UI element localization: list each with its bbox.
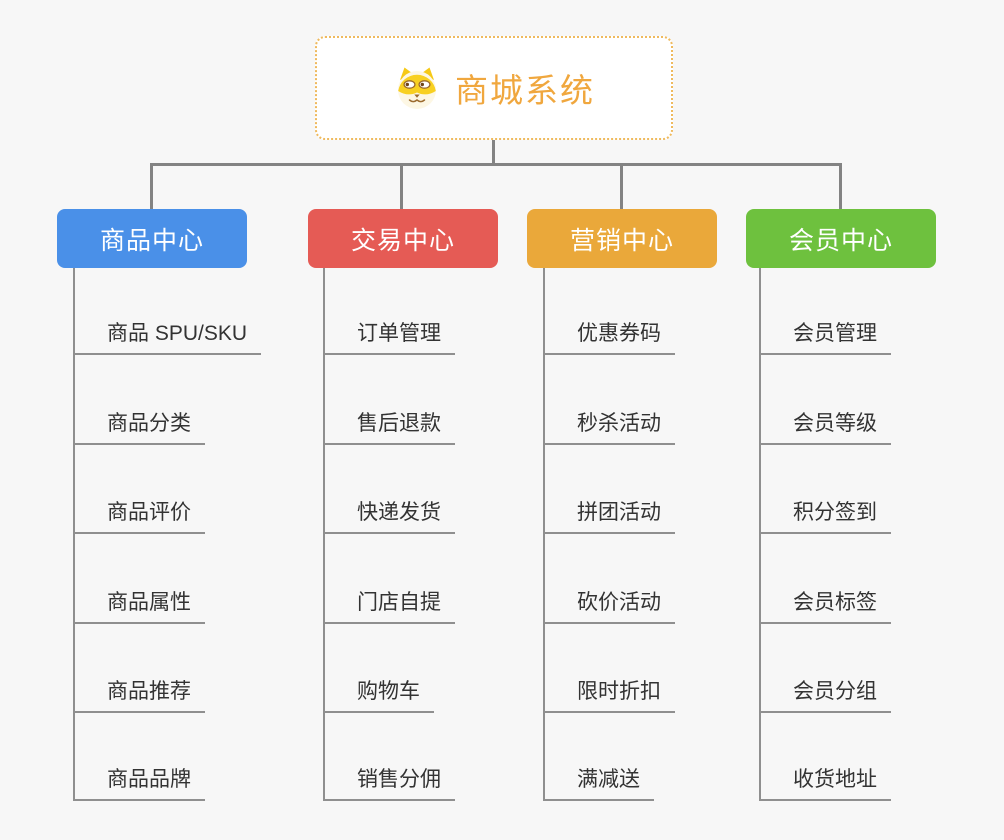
connector-drop-product xyxy=(150,163,153,210)
leaf-column-product-center: 商品 SPU/SKU 商品分类 商品评价 商品属性 商品推荐 商品品牌 xyxy=(73,268,303,801)
leaf-node[interactable]: 砍价活动 xyxy=(543,588,675,624)
branch-node-product-center[interactable]: 商品中心 xyxy=(57,209,247,268)
branch-node-marketing-center[interactable]: 营销中心 xyxy=(527,209,717,268)
leaf-node[interactable]: 订单管理 xyxy=(323,319,455,355)
leaf-node[interactable]: 积分签到 xyxy=(759,498,891,534)
connector-horizontal-rail xyxy=(150,163,841,166)
leaf-node[interactable]: 商品品牌 xyxy=(73,765,205,801)
leaf-node[interactable]: 秒杀活动 xyxy=(543,409,675,445)
leaf-node[interactable]: 商品评价 xyxy=(73,498,205,534)
leaf-node[interactable]: 会员管理 xyxy=(759,319,891,355)
root-node-mall-system[interactable]: 商城系统 xyxy=(315,36,673,140)
branch-node-member-center[interactable]: 会员中心 xyxy=(746,209,936,268)
leaf-node[interactable]: 售后退款 xyxy=(323,409,455,445)
leaf-node[interactable]: 购物车 xyxy=(323,677,434,713)
leaf-node[interactable]: 会员分组 xyxy=(759,677,891,713)
leaf-column-marketing-center: 优惠券码 秒杀活动 拼团活动 砍价活动 限时折扣 满减送 xyxy=(543,268,773,801)
connector-root-trunk xyxy=(492,140,495,166)
leaf-node[interactable]: 门店自提 xyxy=(323,588,455,624)
leaf-node[interactable]: 拼团活动 xyxy=(543,498,675,534)
leaf-column-trade-center: 订单管理 售后退款 快递发货 门店自提 购物车 销售分佣 xyxy=(323,268,553,801)
root-title: 商城系统 xyxy=(455,72,595,109)
leaf-node[interactable]: 收货地址 xyxy=(759,765,891,801)
leaf-node[interactable]: 商品 SPU/SKU xyxy=(73,319,262,355)
shiba-dog-face-icon xyxy=(393,65,441,111)
connector-drop-marketing xyxy=(620,163,623,210)
leaf-node[interactable]: 会员等级 xyxy=(759,409,891,445)
leaf-node[interactable]: 快递发货 xyxy=(323,498,455,534)
leaf-column-member-center: 会员管理 会员等级 积分签到 会员标签 会员分组 收货地址 xyxy=(759,268,989,801)
leaf-node[interactable]: 商品推荐 xyxy=(73,677,205,713)
leaf-node[interactable]: 销售分佣 xyxy=(323,765,455,801)
leaf-node[interactable]: 商品属性 xyxy=(73,588,205,624)
connector-drop-trade xyxy=(400,163,403,210)
leaf-node[interactable]: 会员标签 xyxy=(759,588,891,624)
branch-node-trade-center[interactable]: 交易中心 xyxy=(308,209,498,268)
connector-drop-member xyxy=(839,163,842,210)
leaf-node[interactable]: 优惠券码 xyxy=(543,319,675,355)
leaf-node[interactable]: 商品分类 xyxy=(73,409,205,445)
leaf-node[interactable]: 满减送 xyxy=(543,765,654,801)
leaf-node[interactable]: 限时折扣 xyxy=(543,677,675,713)
